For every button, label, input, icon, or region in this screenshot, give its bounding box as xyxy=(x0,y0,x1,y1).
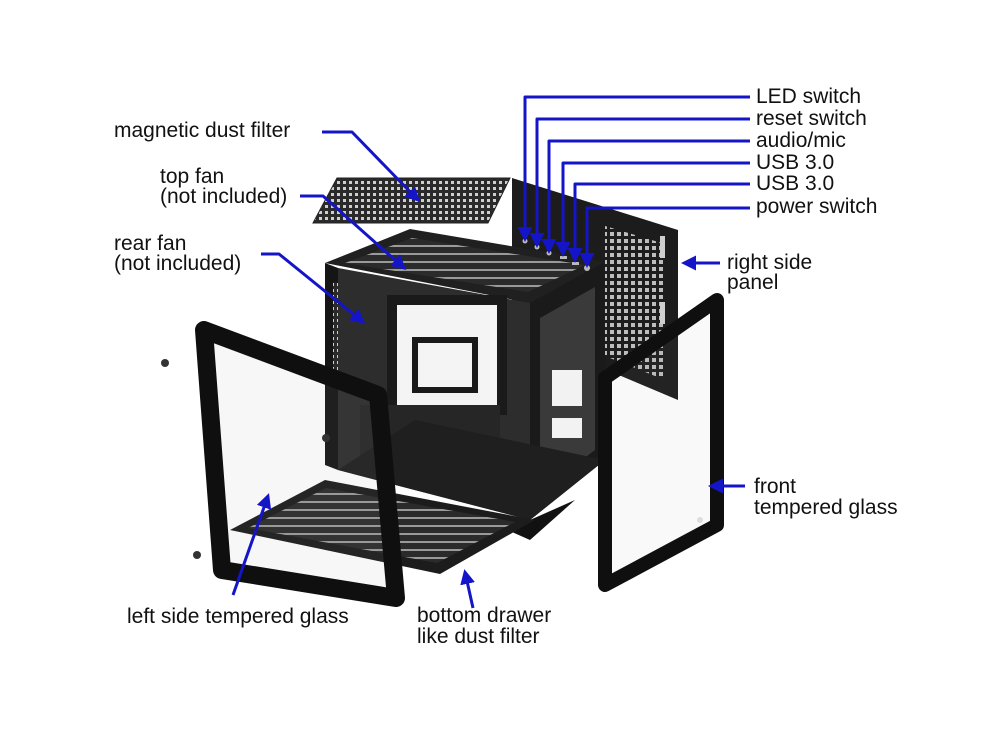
arrow-audio-mic xyxy=(541,139,750,254)
label-top-fan-line2: (not included) xyxy=(160,185,288,208)
label-top-fan-line1: top fan xyxy=(160,165,225,188)
label-led-switch: LED switch xyxy=(756,85,862,108)
label-rear-fan-line2: (not included) xyxy=(114,252,242,275)
label-power-switch: power switch xyxy=(756,195,878,218)
arrow-usb-2 xyxy=(567,182,750,263)
label-right-side-panel-line2: panel xyxy=(727,271,779,294)
label-bottom-drawer-line1: bottom drawer xyxy=(417,604,552,627)
label-right-side-panel-line1: right side xyxy=(727,251,813,274)
arrow-power-switch xyxy=(579,206,750,268)
arrow-top-fan xyxy=(300,194,407,270)
label-front-glass-line1: front xyxy=(754,475,797,498)
magnetic-dust-filter-sheet xyxy=(312,177,511,224)
arrow-left-side-glass xyxy=(231,493,272,596)
label-front-glass-line2: tempered glass xyxy=(754,496,898,519)
label-audio-mic: audio/mic xyxy=(756,129,846,152)
label-usb-1: USB 3.0 xyxy=(756,151,835,174)
arrow-bottom-drawer xyxy=(460,569,475,609)
arrow-magnetic-dust-filter xyxy=(322,130,421,203)
label-reset-switch: reset switch xyxy=(756,107,867,130)
arrow-rear-fan xyxy=(261,252,366,324)
label-usb-2: USB 3.0 xyxy=(756,172,835,195)
label-bottom-drawer-line2: like dust filter xyxy=(417,625,540,648)
arrow-reset-switch xyxy=(529,117,750,248)
left-side-glass-panel xyxy=(161,321,405,607)
front-glass-panel xyxy=(598,293,724,592)
label-magnetic-dust-filter: magnetic dust filter xyxy=(114,119,291,142)
arrow-usb-1 xyxy=(555,161,750,257)
label-rear-fan-line1: rear fan xyxy=(114,232,187,255)
arrow-led-switch xyxy=(517,95,750,242)
callout-arrows xyxy=(231,95,750,609)
label-left-side-glass: left side tempered glass xyxy=(127,605,349,628)
